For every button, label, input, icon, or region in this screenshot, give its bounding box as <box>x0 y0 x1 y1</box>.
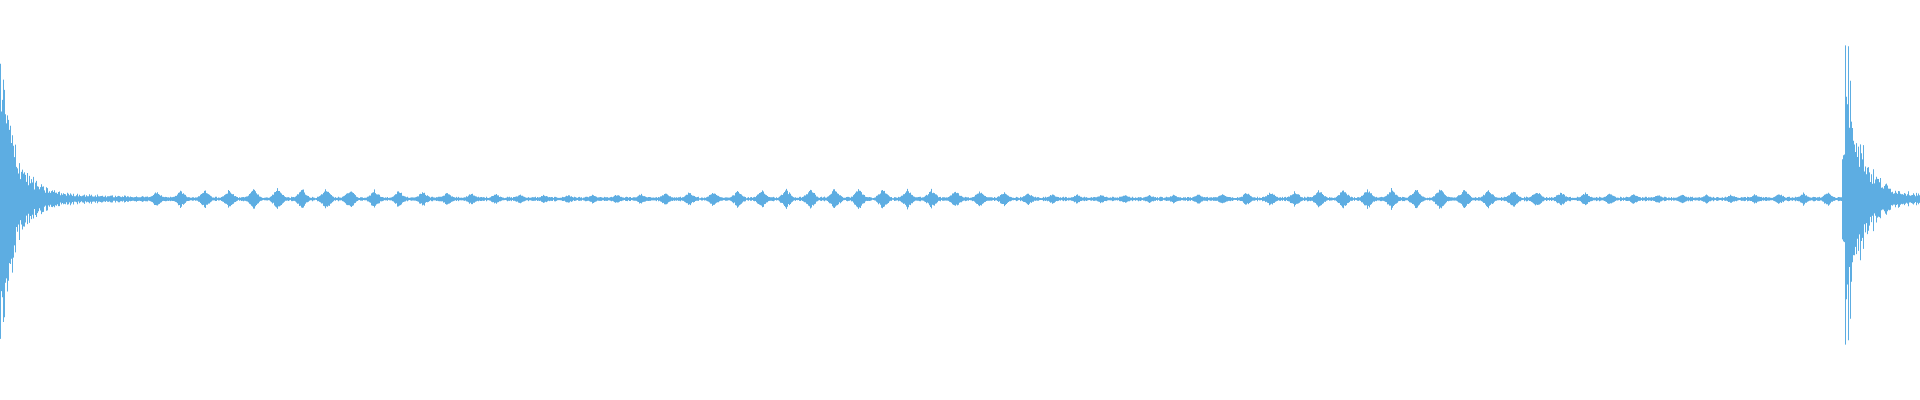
waveform-samples <box>0 45 1920 345</box>
waveform-signal <box>0 45 1920 345</box>
